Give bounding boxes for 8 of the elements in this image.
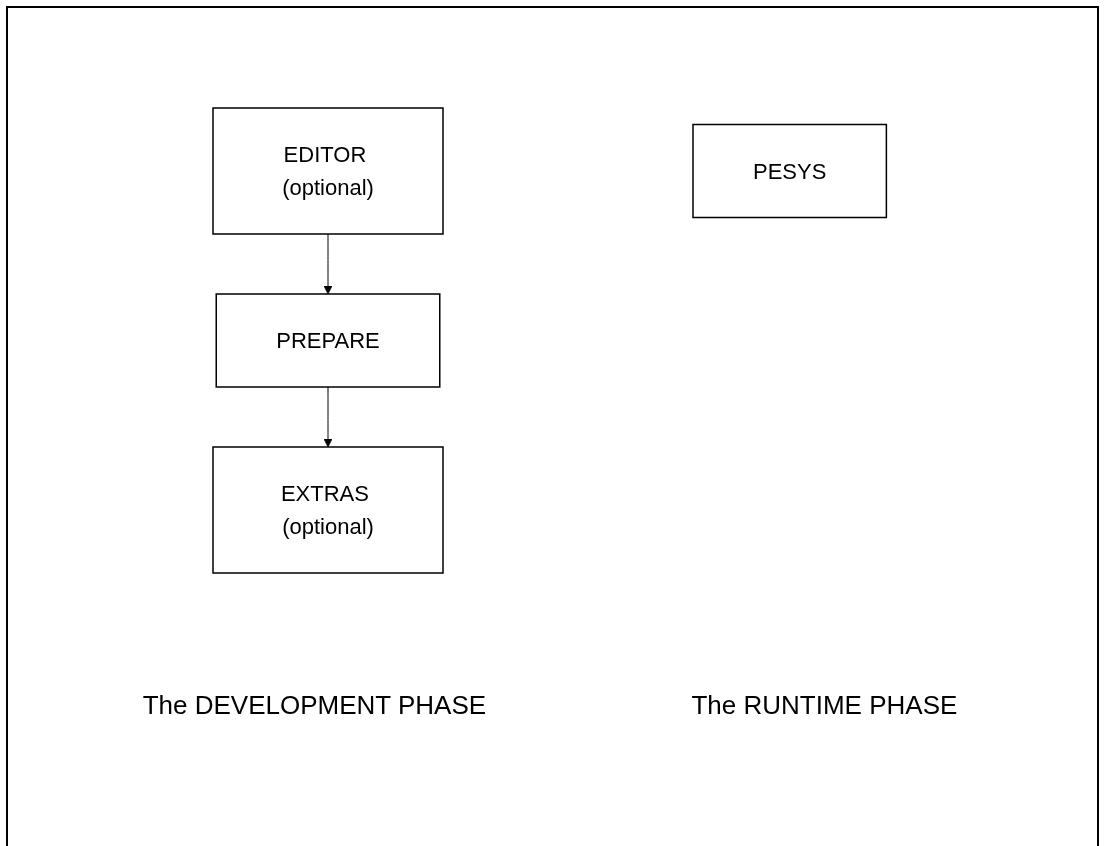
phase-caption: The RUNTIME PHASE [691,690,958,721]
node-box: EXTRAS (optional) [212,445,445,574]
node-box: EDITOR (optional) [212,106,445,235]
node-box: PREPARE [215,292,441,388]
phase-caption: The DEVELOPMENT PHASE [142,690,487,721]
arrow [323,386,333,447]
node-box: PESYS [692,123,888,218]
arrow [323,233,333,294]
